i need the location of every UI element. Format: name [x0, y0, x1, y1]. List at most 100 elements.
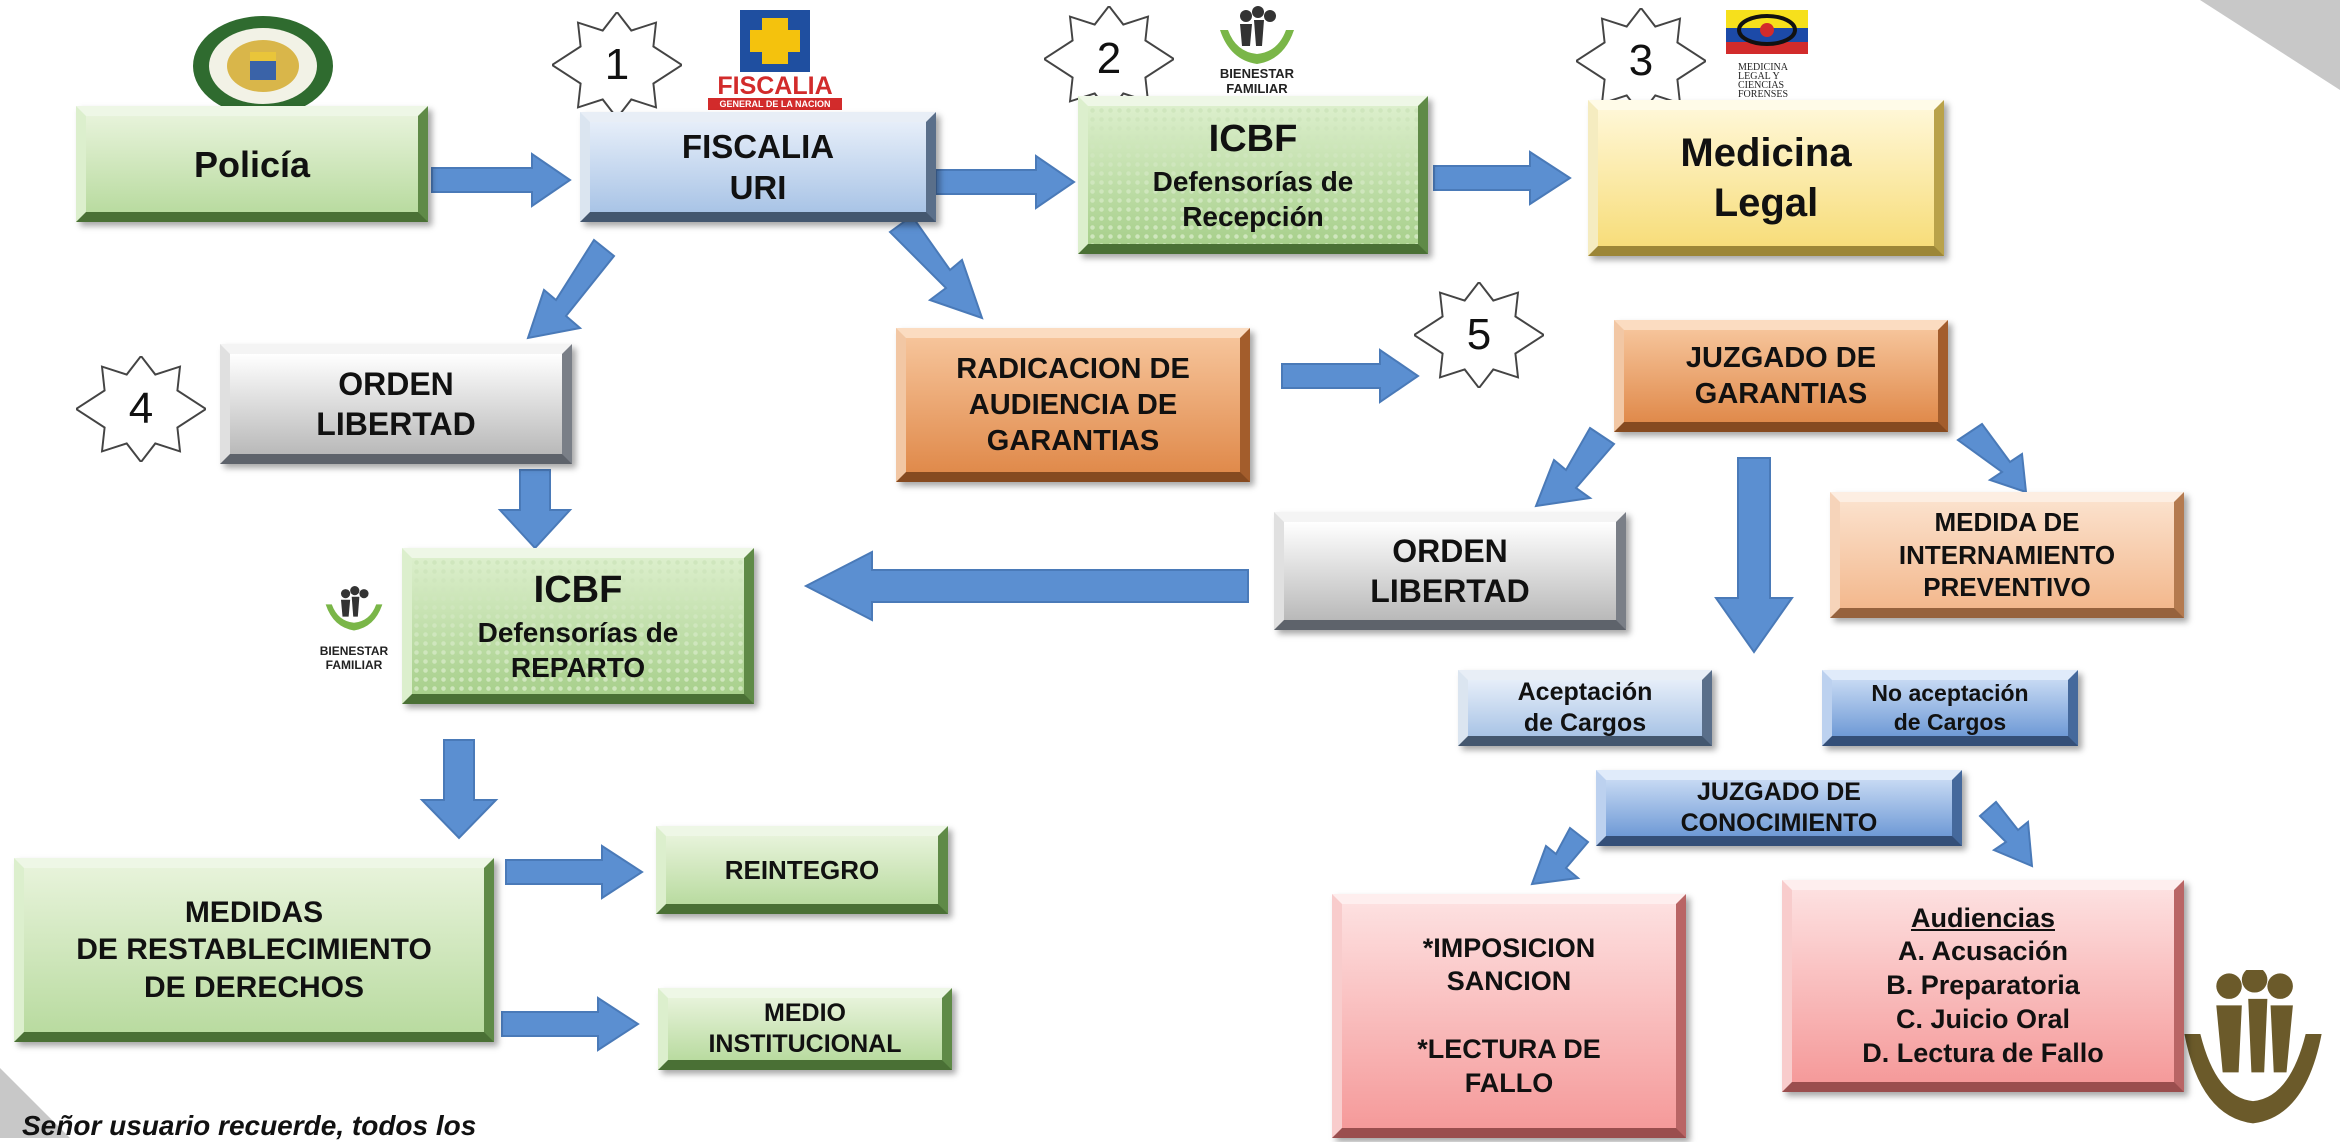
fiscalia-logo-subtext: GENERAL DE LA NACION — [719, 99, 831, 109]
icbf-reparto-box: ICBF Defensorías de REPARTO — [402, 548, 754, 704]
juzgado-garantias-box: JUZGADO DE GARANTIAS — [1614, 320, 1948, 432]
radicacion-line2: AUDIENCIA DE — [968, 388, 1178, 421]
medidas-line3: DE DERECHOS — [143, 970, 365, 1004]
step-4-number: 4 — [128, 384, 154, 433]
arrow-fiscalia-icbf — [935, 154, 1076, 210]
arrow-conocimiento-audiencias — [1978, 800, 2034, 868]
arrow-medidas-reintegro — [505, 844, 644, 900]
fiscalia-logo: FISCALIA GENERAL DE LA NACION — [704, 8, 846, 110]
medicina-label: Medicina — [1680, 131, 1852, 175]
fiscalia-logo-text: FISCALIA — [717, 72, 833, 100]
medida-internamiento-box: MEDIDA DE INTERNAMIENTO PREVENTIVO — [1830, 492, 2184, 618]
arrow-conocimiento-imposicion — [1530, 826, 1590, 886]
bienestar-logo-text-2: FAMILIAR — [1226, 81, 1288, 96]
medida-line2: INTERNAMIENTO — [1898, 539, 2116, 570]
reintegro-box: REINTEGRO — [656, 826, 948, 914]
audiencias-item-d: D. Lectura de Fallo — [1862, 1037, 2104, 1068]
legal-label: Legal — [1713, 181, 1819, 225]
aceptacion-cargos-box: Aceptación de Cargos — [1458, 670, 1712, 746]
icbf-recepcion-title: ICBF — [1208, 118, 1298, 161]
orden-label: ORDEN — [1392, 533, 1508, 569]
radicacion-line1: RADICACION DE — [956, 352, 1190, 385]
arrow-juzgado-medida — [1956, 422, 2028, 494]
imposicion-line1: *IMPOSICION — [1422, 932, 1596, 963]
no-aceptacion-line1: No aceptación — [1871, 680, 2029, 707]
radicacion-line3: GARANTIAS — [986, 425, 1160, 458]
step-3-badge: 3 — [1574, 6, 1708, 116]
bienestar-familiar-logo: BIENESTAR FAMILIAR — [1210, 6, 1304, 96]
audiencias-item-a: A. Acusación — [1897, 936, 2069, 967]
step-1-number: 1 — [604, 40, 630, 89]
bienestar-familiar-logo-large — [2178, 967, 2328, 1138]
icbf-recepcion-line2: Recepción — [1182, 200, 1324, 232]
reintegro-label: REINTEGRO — [724, 854, 880, 885]
orden-libertad-box-b: ORDEN LIBERTAD — [1274, 512, 1626, 630]
step-5-number: 5 — [1466, 310, 1492, 359]
arrow-fiscalia-orden — [526, 238, 616, 340]
step-2-badge: 2 — [1042, 4, 1176, 114]
audiencias-item-c: C. Juicio Oral — [1895, 1003, 2071, 1034]
aceptacion-line2: de Cargos — [1523, 709, 1647, 737]
juzgado-garantias-line2: GARANTIAS — [1694, 378, 1868, 410]
imposicion-line4: FALLO — [1464, 1067, 1554, 1098]
orden-libertad-box-a: ORDEN LIBERTAD — [220, 344, 572, 464]
medicina-logo-text-1: MEDICINA — [1738, 62, 1788, 73]
orden-label: ORDEN — [338, 366, 454, 402]
audiencias-item-b: B. Preparatoria — [1886, 970, 2080, 1001]
arrow-juzgado-aceptacion — [1714, 457, 1794, 654]
policia-label: Policía — [193, 143, 311, 185]
icbf-reparto-line2: REPARTO — [510, 651, 646, 683]
corner-decoration — [2200, 0, 2340, 90]
aceptacion-line1: Aceptación — [1517, 677, 1653, 706]
no-aceptacion-line2: de Cargos — [1893, 709, 2007, 735]
radicacion-audiencia-box: RADICACION DE AUDIENCIA DE GARANTIAS — [896, 328, 1250, 482]
juzgado-conocimiento-line2: CONOCIMIENTO — [1680, 809, 1878, 837]
medio-line2: INSTITUCIONAL — [708, 1030, 902, 1058]
medidas-line1: MEDIDAS — [184, 895, 324, 929]
medicina-logo-text-2: LEGAL Y — [1738, 71, 1780, 82]
medio-institucional-box: MEDIO INSTITUCIONAL — [658, 988, 952, 1070]
bienestar-logo-text-1: BIENESTAR — [319, 644, 389, 658]
medicina-legal-logo: MEDICINA LEGAL Y CIENCIAS FORENSES — [1722, 8, 1830, 100]
arrow-juzgado-orden — [1534, 426, 1616, 508]
arrow-icbf-medidas — [419, 739, 499, 840]
audiencias-box: Audiencias A. Acusación B. Preparatoria … — [1782, 880, 2184, 1092]
policia-seal-logo — [188, 12, 338, 120]
medio-line1: MEDIO — [764, 998, 846, 1027]
bienestar-logo-text-1: BIENESTAR — [1219, 66, 1295, 81]
arrow-orden-icbf — [497, 469, 573, 550]
arrow-policia-fiscalia — [431, 152, 572, 208]
medicina-logo-text-4: FORENSES — [1738, 89, 1789, 100]
bienestar-familiar-logo: BIENESTAR FAMILIAR — [318, 578, 390, 682]
juzgado-conocimiento-box: JUZGADO DE CONOCIMIENTO — [1596, 770, 1962, 846]
imposicion-sancion-box: *IMPOSICION SANCION *LECTURA DE FALLO — [1332, 894, 1686, 1138]
libertad-label: LIBERTAD — [1370, 573, 1530, 609]
icbf-recepcion-line1: Defensorías de — [1152, 165, 1354, 197]
juzgado-conocimiento-line1: JUZGADO DE — [1697, 777, 1861, 806]
step-5-badge: 5 — [1412, 280, 1546, 390]
no-aceptacion-cargos-box: No aceptación de Cargos — [1822, 670, 2078, 746]
bienestar-logo-text-2: FAMILIAR — [325, 658, 383, 672]
libertad-label: LIBERTAD — [316, 406, 476, 442]
arrow-radicacion-juzgado — [1281, 348, 1420, 404]
footer-note: Señor usuario recuerde, todos los — [22, 1110, 477, 1141]
step-2-number: 2 — [1096, 34, 1122, 83]
imposicion-line3: *LECTURA DE — [1417, 1034, 1601, 1064]
medicina-legal-box: Medicina Legal — [1588, 100, 1944, 256]
arrow-fiscalia-radicacion — [888, 214, 984, 320]
arrow-orden-b-icbf — [803, 550, 1249, 622]
medidas-line2: DE RESTABLECIMIENTO — [76, 933, 432, 967]
imposicion-line2: SANCION — [1446, 966, 1572, 997]
corner-decoration — [0, 1068, 70, 1138]
arrow-icbf-medicina — [1433, 150, 1572, 206]
step-3-number: 3 — [1628, 36, 1654, 85]
arrow-medidas-medio — [501, 996, 640, 1052]
icbf-reparto-title: ICBF — [533, 569, 623, 612]
uri-label: URI — [729, 169, 787, 206]
fiscalia-label: FISCALIA — [681, 127, 835, 165]
icbf-recepcion-box: ICBF Defensorías de Recepción — [1078, 96, 1428, 254]
medicina-logo-text-3: CIENCIAS — [1738, 80, 1785, 91]
step-4-badge: 4 — [74, 354, 208, 464]
policia-box: Policía — [76, 106, 428, 222]
medida-line3: PREVENTIVO — [1923, 572, 2091, 603]
